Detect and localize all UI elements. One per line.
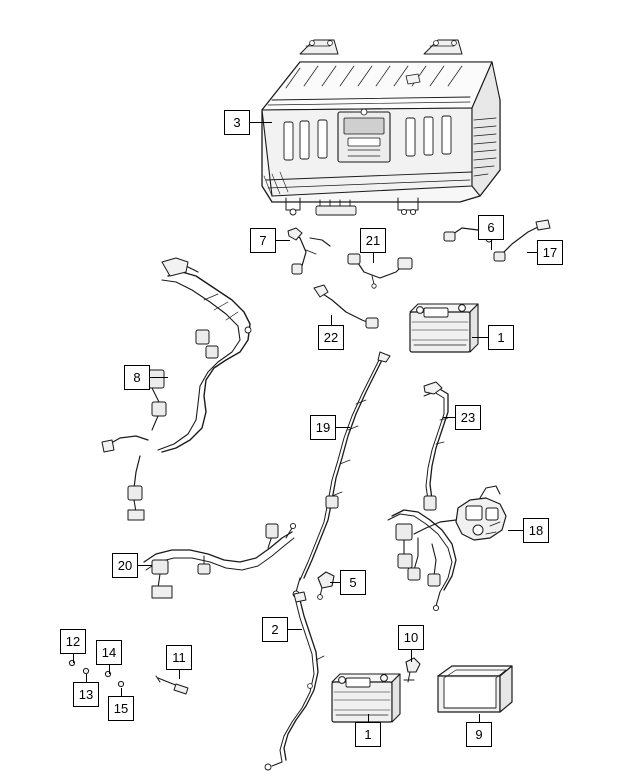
callout-21[interactable]: 21 xyxy=(360,228,386,253)
part-battery-tray-9 xyxy=(437,665,513,713)
leader-2 xyxy=(288,629,302,631)
part-bolt-10 xyxy=(403,657,421,683)
leader-5 xyxy=(330,582,340,584)
part-cable-23 xyxy=(423,381,449,511)
callout-10[interactable]: 10 xyxy=(398,625,424,650)
leader-17 xyxy=(527,252,537,254)
leader-6 xyxy=(491,240,493,250)
leader-22 xyxy=(331,315,333,325)
part-battery-pack xyxy=(261,39,501,216)
callout-9[interactable]: 9 xyxy=(466,722,492,747)
leader-1-lower xyxy=(368,714,370,722)
callout-11[interactable]: 11 xyxy=(166,645,192,670)
part-harness-20 xyxy=(143,522,297,599)
leader-21 xyxy=(373,253,375,263)
callout-19[interactable]: 19 xyxy=(310,415,336,440)
callout-8[interactable]: 8 xyxy=(124,365,150,390)
callout-7[interactable]: 7 xyxy=(250,228,276,253)
leader-18 xyxy=(508,530,523,532)
callout-1-lower[interactable]: 1 xyxy=(355,722,381,747)
leader-13 xyxy=(86,674,88,682)
callout-14[interactable]: 14 xyxy=(96,640,122,665)
part-battery-1-lower xyxy=(331,673,401,723)
leader-8 xyxy=(150,377,168,379)
part-cable-2 xyxy=(264,591,325,771)
leader-10 xyxy=(411,650,413,662)
callout-23[interactable]: 23 xyxy=(455,405,481,430)
callout-18[interactable]: 18 xyxy=(523,518,549,543)
leader-23 xyxy=(443,417,455,419)
callout-6[interactable]: 6 xyxy=(478,215,504,240)
callout-1-upper[interactable]: 1 xyxy=(488,325,514,350)
callout-13[interactable]: 13 xyxy=(73,682,99,707)
callout-5[interactable]: 5 xyxy=(340,570,366,595)
part-cable-22 xyxy=(313,284,379,329)
callout-12[interactable]: 12 xyxy=(60,629,86,654)
leader-3 xyxy=(250,122,272,124)
part-battery-1-upper xyxy=(409,303,479,353)
part-stud-11 xyxy=(155,675,189,695)
part-harness-8 xyxy=(101,257,252,521)
leader-11 xyxy=(179,670,181,679)
leader-20 xyxy=(138,565,152,567)
callout-17[interactable]: 17 xyxy=(537,240,563,265)
leader-15 xyxy=(121,688,123,696)
part-harness-7 xyxy=(287,227,331,275)
part-module-18 xyxy=(413,485,507,541)
leader-12 xyxy=(73,654,75,663)
callout-2[interactable]: 2 xyxy=(262,617,288,642)
callout-20[interactable]: 20 xyxy=(112,553,138,578)
leader-7 xyxy=(276,240,290,242)
callout-15[interactable]: 15 xyxy=(108,696,134,721)
part-harness-21 xyxy=(347,253,413,289)
leader-19 xyxy=(336,427,350,429)
part-connector-5 xyxy=(317,571,335,600)
leader-1-upper xyxy=(472,337,488,339)
leader-9 xyxy=(479,714,481,722)
leader-14 xyxy=(109,665,111,674)
callout-3[interactable]: 3 xyxy=(224,110,250,135)
part-cable-17 xyxy=(493,219,551,262)
callout-22[interactable]: 22 xyxy=(318,325,344,350)
part-harness-18b xyxy=(387,509,457,612)
